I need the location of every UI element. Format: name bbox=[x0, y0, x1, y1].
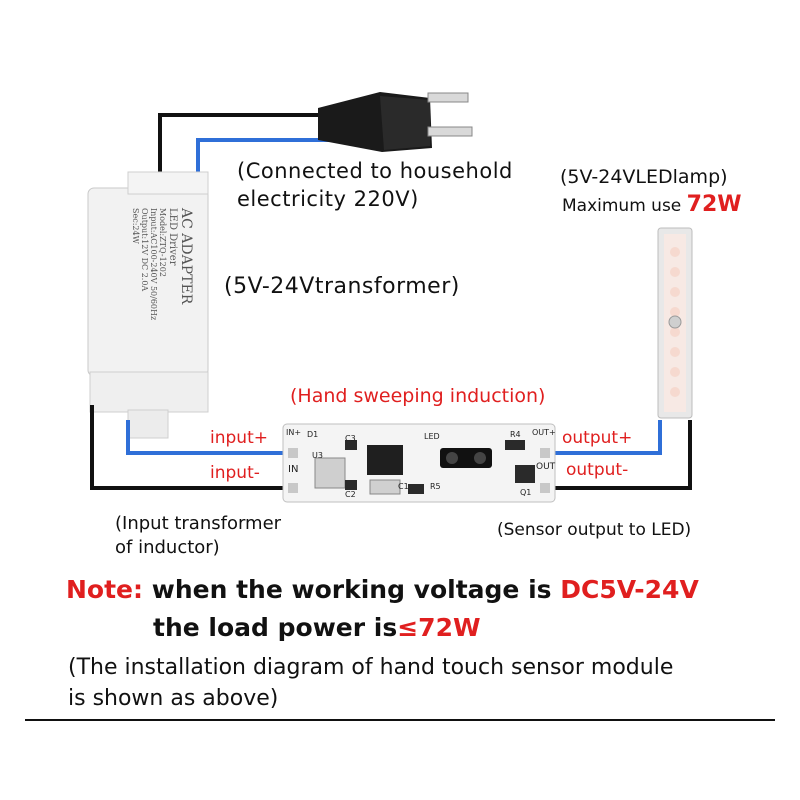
adapter-blue-output-wire bbox=[126, 420, 285, 455]
output-plus-label: output+ bbox=[562, 428, 633, 448]
sensor-title: (Hand sweeping induction) bbox=[290, 385, 546, 407]
led-lamp bbox=[657, 227, 693, 419]
lamp-max: Maximum use 72W bbox=[562, 192, 742, 217]
input-plus-label: input+ bbox=[210, 428, 268, 448]
adapter-print-block: AC ADAPTER LED Driver Model:ZTQ-1202 Inp… bbox=[131, 208, 194, 368]
mains-label: (Connected to household electricity 220V… bbox=[237, 159, 513, 211]
lamp-title: (5V-24VLEDlamp) bbox=[560, 166, 728, 188]
adapter-sec: Sec:24W bbox=[131, 208, 140, 244]
note-line-2: the load power is≤72W bbox=[153, 613, 481, 642]
lamp-max-value: 72W bbox=[686, 192, 742, 217]
adapter-body bbox=[87, 171, 209, 439]
pcb-r5: R5 bbox=[430, 482, 441, 491]
note-voltage: DC5V-24V bbox=[560, 575, 699, 604]
adapter-subtitle: LED Driver bbox=[167, 208, 178, 266]
note-line1-text: when the working voltage is bbox=[143, 575, 561, 604]
pcb-in-plus: IN+ bbox=[286, 428, 302, 437]
note-power: ≤72W bbox=[397, 613, 481, 642]
pcb-u3: U3 bbox=[312, 451, 323, 460]
pcb-d1: D1 bbox=[307, 430, 319, 439]
mains-blue-wire bbox=[196, 138, 330, 175]
adapter-output: Output:12V DC 2.0A bbox=[140, 208, 149, 292]
footer-line-2: is shown as above) bbox=[68, 686, 279, 711]
adapter-black-output-wire bbox=[90, 405, 285, 490]
pcb-in: IN bbox=[288, 464, 299, 475]
note-line-1: Note: when the working voltage is DC5V-2… bbox=[66, 575, 699, 604]
output-black-wire bbox=[555, 420, 692, 490]
input-note-label: (Input transformer of inductor) bbox=[115, 513, 282, 558]
pcb-c2: C2 bbox=[345, 490, 356, 499]
output-blue-wire bbox=[555, 420, 662, 455]
output-minus-label: output- bbox=[566, 460, 629, 480]
mains-black-wire bbox=[158, 113, 325, 175]
pcb-led: LED bbox=[424, 432, 440, 441]
pcb-out: OUT bbox=[536, 462, 556, 472]
pcb-r4: R4 bbox=[510, 430, 521, 439]
sensor-pcb bbox=[282, 423, 556, 503]
footer-divider bbox=[25, 719, 775, 721]
power-plug bbox=[318, 92, 473, 152]
pcb-c1: C1 bbox=[398, 482, 409, 491]
pcb-out-plus: OUT+ bbox=[532, 428, 556, 437]
input-minus-label: input- bbox=[210, 463, 260, 483]
pcb-q1: Q1 bbox=[520, 488, 532, 497]
pcb-c3: C3 bbox=[345, 434, 356, 443]
lamp-max-prefix: Maximum use bbox=[562, 196, 682, 216]
sensor-output-label: (Sensor output to LED) bbox=[497, 520, 692, 540]
adapter-print: AC ADAPTER LED Driver Model:ZTQ-1202 Inp… bbox=[96, 200, 196, 360]
footer-line-1: (The installation diagram of hand touch … bbox=[68, 655, 674, 680]
adapter-title: AC ADAPTER bbox=[178, 208, 194, 305]
note-prefix: Note: bbox=[66, 575, 144, 604]
adapter-model: Model:ZTQ-1202 bbox=[158, 208, 167, 277]
adapter-input: Input:AC100-240V 50/60Hz bbox=[149, 208, 158, 321]
note-line2-text: the load power is bbox=[153, 613, 398, 642]
transformer-label: (5V-24Vtransformer) bbox=[224, 274, 460, 299]
